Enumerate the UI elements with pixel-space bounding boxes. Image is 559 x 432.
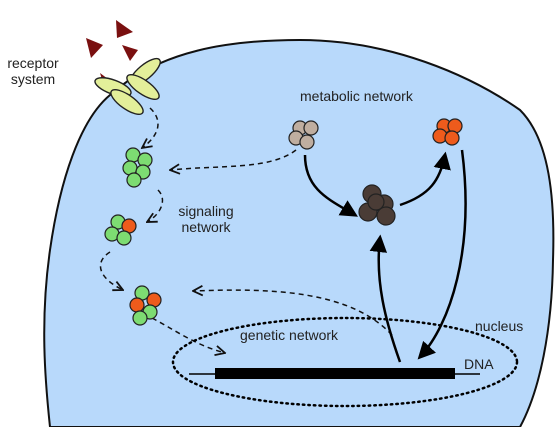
- receptor-icon: [94, 57, 161, 116]
- arrow-receptor-to-signaling: [142, 107, 159, 148]
- metabolic-network-label: metabolic network: [300, 88, 413, 104]
- orange-molecule-icon: [432, 118, 463, 146]
- signaling-green-molecule-icon: [122, 147, 153, 188]
- signaling-activated-molecule-icon: [129, 285, 162, 326]
- signaling-label-line-1: signaling: [178, 203, 234, 219]
- signaling-network-label: signaling network: [170, 203, 242, 235]
- cell-membrane: [43, 38, 555, 428]
- solid-arrows: [303, 149, 467, 363]
- arrow-signaling-step-1: [147, 189, 164, 222]
- molecule-cluster-icon: [104, 118, 463, 326]
- receptor-label-line-2: system: [10, 71, 56, 87]
- ligand-icon: [116, 20, 133, 38]
- genetic-network-label: genetic network: [240, 327, 339, 343]
- receptor-system-label: receptor system: [0, 55, 66, 87]
- ligand-icon: [86, 38, 103, 58]
- arrow-signaling-step-2: [99, 251, 123, 290]
- signaling-mixed-molecule-icon: [104, 214, 137, 246]
- arrow-tan-to-brown: [303, 154, 359, 217]
- signaling-label-line-2: network: [181, 219, 231, 235]
- tan-molecule-icon: [288, 120, 319, 150]
- brown-complex-icon: [358, 184, 396, 226]
- nucleus-region: [171, 316, 519, 408]
- receptor-label-line-1: receptor: [7, 55, 59, 71]
- dna-bar: [215, 368, 455, 379]
- arrow-orange-to-dna: [417, 149, 467, 360]
- dashed-arrows: [99, 107, 393, 353]
- arrow-signaling-to-genetic: [151, 317, 225, 353]
- nucleus-label: nucleus: [475, 318, 524, 334]
- arrow-brown-to-orange: [399, 151, 451, 207]
- dna-label: DNA: [464, 356, 494, 372]
- arrow-genetic-to-signaling: [193, 290, 393, 336]
- ligand-icon: [122, 45, 138, 61]
- arrow-dna-to-brown: [369, 234, 402, 363]
- arrow-metabolic-to-signaling: [170, 149, 297, 170]
